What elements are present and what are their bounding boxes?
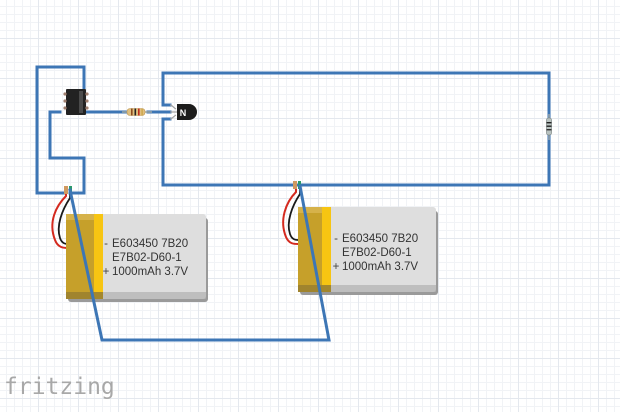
transistor-label: N — [180, 108, 187, 118]
battery-1-line2: E7B02-D60-1 — [112, 252, 182, 264]
wire-ic-top-loop[interactable] — [35, 65, 86, 195]
wire-return-loop[interactable] — [161, 117, 551, 187]
battery-2-line2: E7B02-D60-1 — [342, 247, 412, 259]
battery-2-label: -E603450 7B20 E7B02-D60-1 +1000mAh 3.7V — [333, 232, 419, 274]
ic-chip[interactable] — [63, 89, 89, 115]
small-resistor[interactable] — [546, 114, 552, 140]
battery-1-minus: - — [104, 238, 108, 250]
resistor[interactable] — [122, 108, 152, 116]
battery-1-line3: 1000mAh 3.7V — [112, 266, 189, 278]
wire-ic-lower[interactable] — [48, 110, 86, 195]
wire-battery-series[interactable] — [68, 184, 331, 342]
fritzing-logo: fritzing — [4, 374, 115, 400]
battery-1[interactable] — [51, 186, 208, 302]
battery-2-minus: - — [334, 233, 338, 245]
transistor[interactable]: N — [169, 104, 197, 120]
battery-1-plus: + — [102, 266, 110, 278]
wires — [35, 65, 551, 195]
battery-2-line3: 1000mAh 3.7V — [342, 261, 419, 273]
battery-1-label: -E603450 7B20 E7B02-D60-1 +1000mAh 3.7V — [103, 237, 189, 279]
battery-1-line1: E603450 7B20 — [112, 238, 189, 250]
battery-2-plus: + — [332, 261, 340, 273]
battery-2-line1: E603450 7B20 — [342, 233, 419, 245]
wire-transistor-loop[interactable] — [161, 71, 551, 120]
battery-2[interactable] — [282, 181, 438, 295]
